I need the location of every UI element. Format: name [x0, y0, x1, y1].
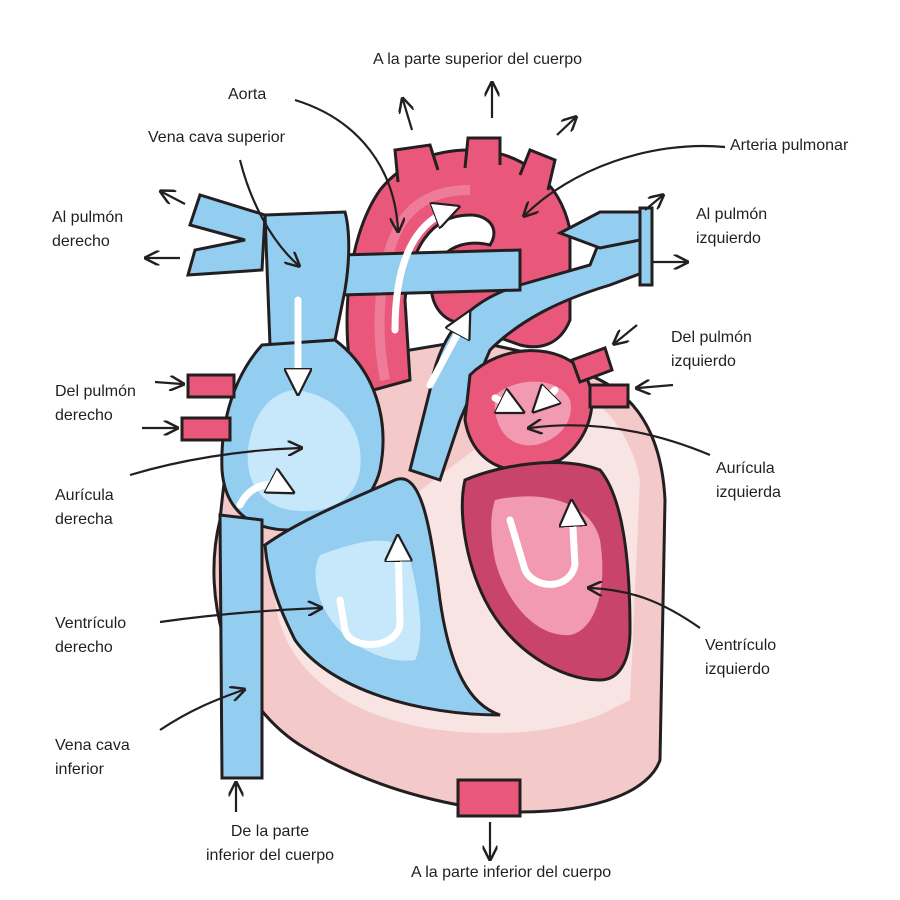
- left-pulmonary-veins: [570, 346, 630, 409]
- label-superior-vena-cava: Vena cava superior: [148, 129, 285, 146]
- inferior-vena-cava: [218, 513, 264, 780]
- descending-aorta: [456, 778, 522, 818]
- label-to-upper-body: A la parte superior del cuerpo: [373, 51, 583, 68]
- label-aorta: Aorta: [228, 86, 267, 103]
- pointer-lines: [129, 98, 726, 731]
- right-pulmonary-veins: [180, 373, 236, 442]
- superior-vena-cava: [185, 193, 351, 347]
- direction-arrows: [142, 84, 686, 858]
- blood-flow-arrows: [236, 210, 575, 648]
- label-to-lower-body: A la parte inferior del cuerpo: [411, 864, 612, 881]
- pulmonary-artery: [338, 206, 654, 482]
- label-pulmonary-artery: Arteria pulmonar: [730, 137, 849, 154]
